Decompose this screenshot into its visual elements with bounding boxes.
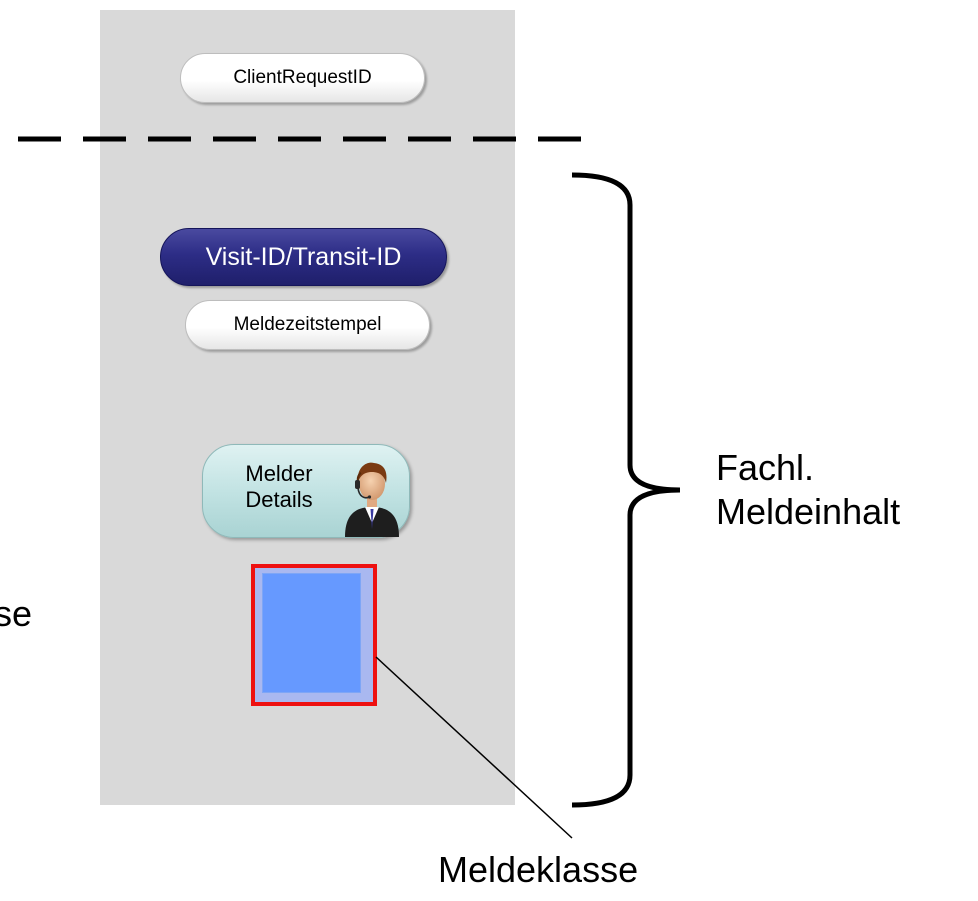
- fachlicher-meldeinhalt-label: Fachl. Meldeinhalt: [716, 446, 900, 534]
- visit-transit-id-pill: Visit-ID/Transit-ID: [160, 228, 447, 286]
- melder-line-2: Details: [245, 487, 313, 512]
- meldezeitstempel-pill: Meldezeitstempel: [185, 300, 430, 350]
- fachl-line-1: Fachl.: [716, 447, 815, 488]
- melder-line-1: Melder: [245, 461, 313, 486]
- visit-transit-id-label: Visit-ID/Transit-ID: [205, 242, 402, 271]
- meldeklasse-label: Meldeklasse: [438, 849, 639, 890]
- meldeklasse-pointer-line: [375, 656, 573, 839]
- melder-details-box: Melder Details: [202, 444, 410, 538]
- meldezeitstempel-label: Meldezeitstempel: [233, 314, 382, 335]
- person-headset-icon: [345, 462, 399, 537]
- fachl-line-2: Meldeinhalt: [716, 491, 901, 532]
- meldeklasse-inner: [262, 573, 361, 693]
- curly-brace: [571, 172, 681, 808]
- meldeklasse-box: [251, 564, 377, 706]
- melder-details-text: Melder Details: [229, 461, 329, 513]
- client-request-id-label: ClientRequestID: [233, 67, 372, 88]
- left-cut-label: se: [0, 593, 33, 634]
- client-request-id-pill: ClientRequestID: [180, 53, 425, 103]
